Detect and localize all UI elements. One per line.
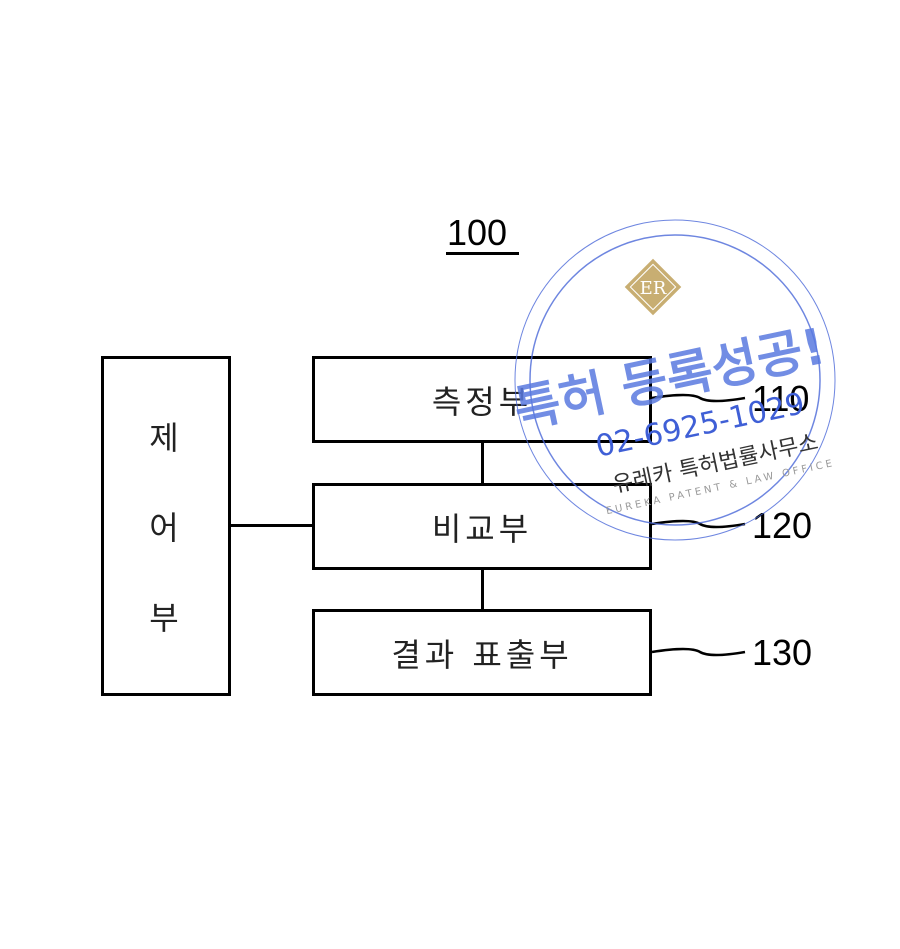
leader-line-130 (652, 649, 745, 655)
ref-130: 130 (752, 632, 812, 674)
leader-line-120 (652, 521, 745, 527)
ref-120: 120 (752, 505, 812, 547)
ref-110: 110 (752, 378, 809, 420)
leader-line-110 (652, 395, 745, 401)
